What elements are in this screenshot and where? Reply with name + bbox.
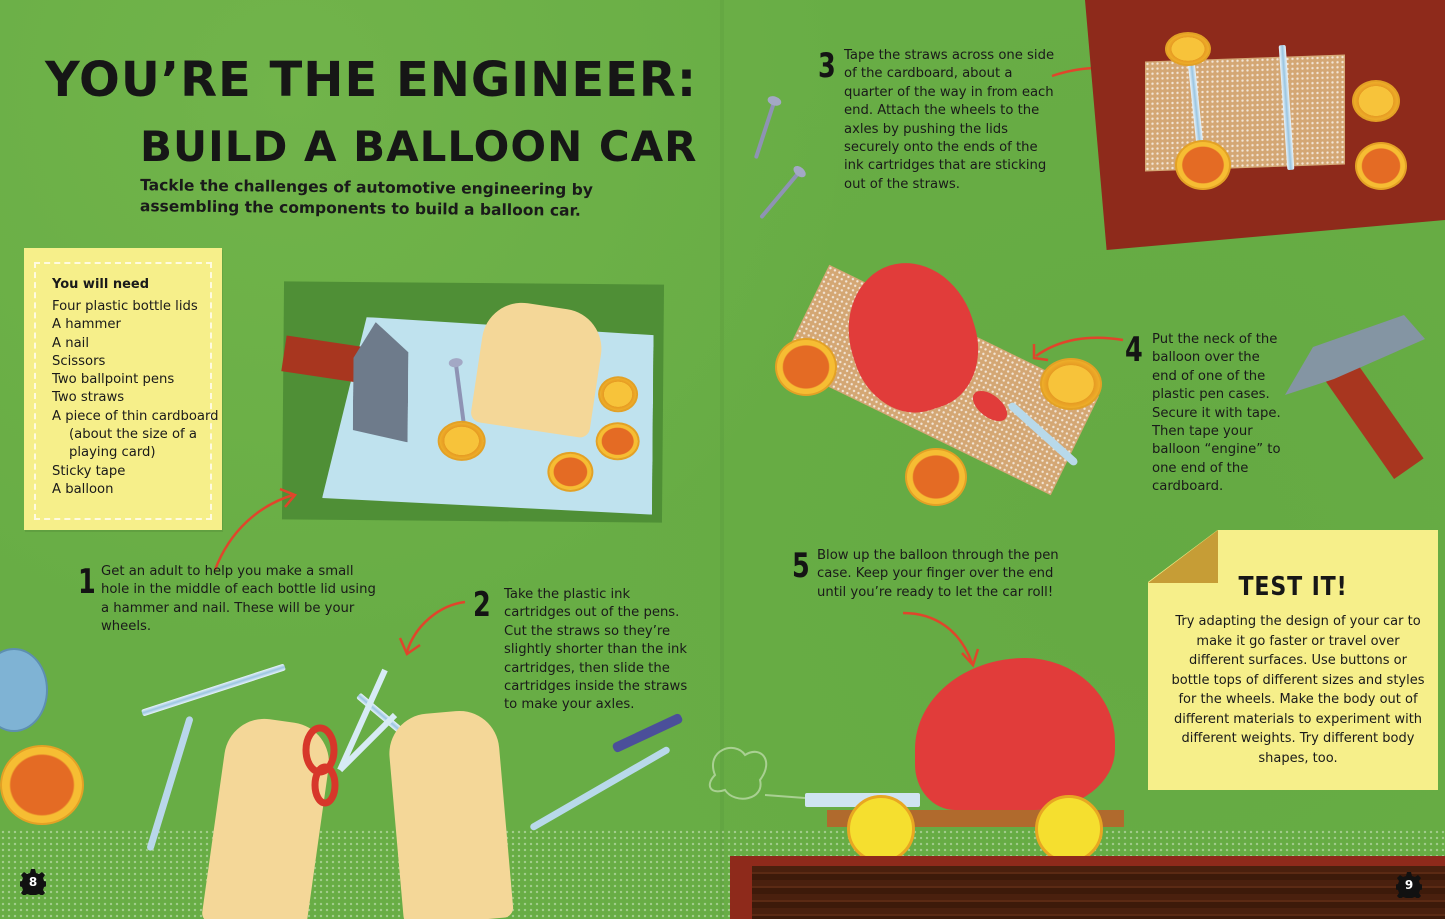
step1-illustration (281, 281, 665, 523)
hand-icon (469, 297, 607, 439)
test-it-heading: TEST IT! (1238, 572, 1348, 602)
list-item: Two straws (52, 390, 125, 406)
wheel-icon (1035, 795, 1103, 863)
list-item: Two ballpoint pens (52, 372, 175, 388)
step-1: 1 Get an adult to help you make a small … (78, 562, 376, 642)
list-item: A nail (52, 335, 89, 351)
list-item: A piece of thin cardboard (52, 408, 219, 424)
page-number-text: 9 (1404, 878, 1414, 892)
bottle-lid-icon (1352, 80, 1400, 122)
page-title-line2: BUILD A BALLOON CAR (140, 122, 698, 171)
list-item: Scissors (52, 353, 106, 369)
step-text: Put the neck of the balloon over the end… (1152, 332, 1281, 495)
list-item: A hammer (52, 317, 121, 333)
list-item: (about the size of a (69, 427, 197, 443)
wheel-icon (847, 795, 915, 863)
you-will-need-card: You will need Four plastic bottle lids A… (24, 248, 222, 530)
step-2: 2 Take the plastic ink cartridges out of… (473, 585, 693, 715)
bottle-lid-icon (775, 338, 837, 396)
step-text: Blow up the balloon through the pen case… (817, 548, 1059, 600)
step-number: 5 (792, 546, 810, 586)
step-number: 4 (1125, 330, 1143, 370)
air-puff-icon (708, 746, 805, 800)
book-gutter (720, 0, 724, 919)
bottle-lid-icon (547, 451, 594, 493)
gear-page-badge-icon (20, 869, 46, 895)
scissors-icon (302, 668, 398, 807)
bottle-lid-icon (1040, 358, 1102, 410)
page-title-line1: YOU’RE THE ENGINEER: (45, 52, 698, 108)
list-item: A balloon (52, 481, 114, 497)
test-it-card: TEST IT! Try adapting the design of your… (1148, 530, 1438, 790)
cardboard-chassis (1145, 54, 1345, 172)
step-text: Take the plastic ink cartridges out of t… (504, 587, 688, 713)
page-number-right: 9 (1396, 872, 1422, 898)
table-surface (730, 856, 1445, 919)
bottle-lid-icon (437, 420, 486, 462)
arrow-icon (213, 487, 298, 571)
wood-grain (752, 866, 1445, 919)
bottle-lid-icon (1165, 32, 1211, 66)
step-number: 2 (473, 585, 491, 625)
bottle-lid-icon (595, 422, 640, 461)
materials-list: Four plastic bottle lids A hammer A nail… (52, 298, 219, 499)
step-number: 3 (818, 46, 836, 86)
step-3: 3 Tape the straws across one side of the… (818, 46, 1054, 196)
bottle-lid-icon (0, 745, 84, 825)
page-number-text: 8 (28, 875, 38, 889)
arrow-icon (902, 611, 980, 668)
list-item: Sticky tape (52, 463, 126, 479)
step-4: 4 Put the neck of the balloon over the e… (1125, 330, 1290, 494)
bottle-lid-icon (597, 376, 639, 413)
you-will-need-heading: You will need (52, 277, 150, 292)
right-hand-icon (386, 707, 514, 919)
step-text: Tape the straws across one side of the c… (844, 48, 1055, 192)
test-it-body: Try adapting the design of your car to m… (1171, 614, 1425, 766)
balloon-icon (915, 658, 1115, 810)
step-5: 5 Blow up the balloon through the pen ca… (792, 546, 1072, 606)
bottle-lid-icon (1355, 142, 1407, 190)
arrow-icon (1032, 336, 1124, 362)
intro-text: Tackle the challenges of automotive engi… (139, 176, 593, 220)
list-item: Four plastic bottle lids (52, 299, 198, 314)
bottle-lid-icon (905, 448, 967, 506)
dashed-border (34, 262, 212, 520)
page-number-left: 8 (20, 869, 46, 895)
gear-page-badge-icon (1396, 872, 1422, 898)
list-item: playing card) (69, 445, 156, 461)
arrow-icon (398, 600, 466, 656)
step-number: 1 (78, 562, 96, 602)
bottle-lid-icon (1175, 140, 1231, 190)
step-text: Get an adult to help you make a small ho… (101, 564, 376, 635)
